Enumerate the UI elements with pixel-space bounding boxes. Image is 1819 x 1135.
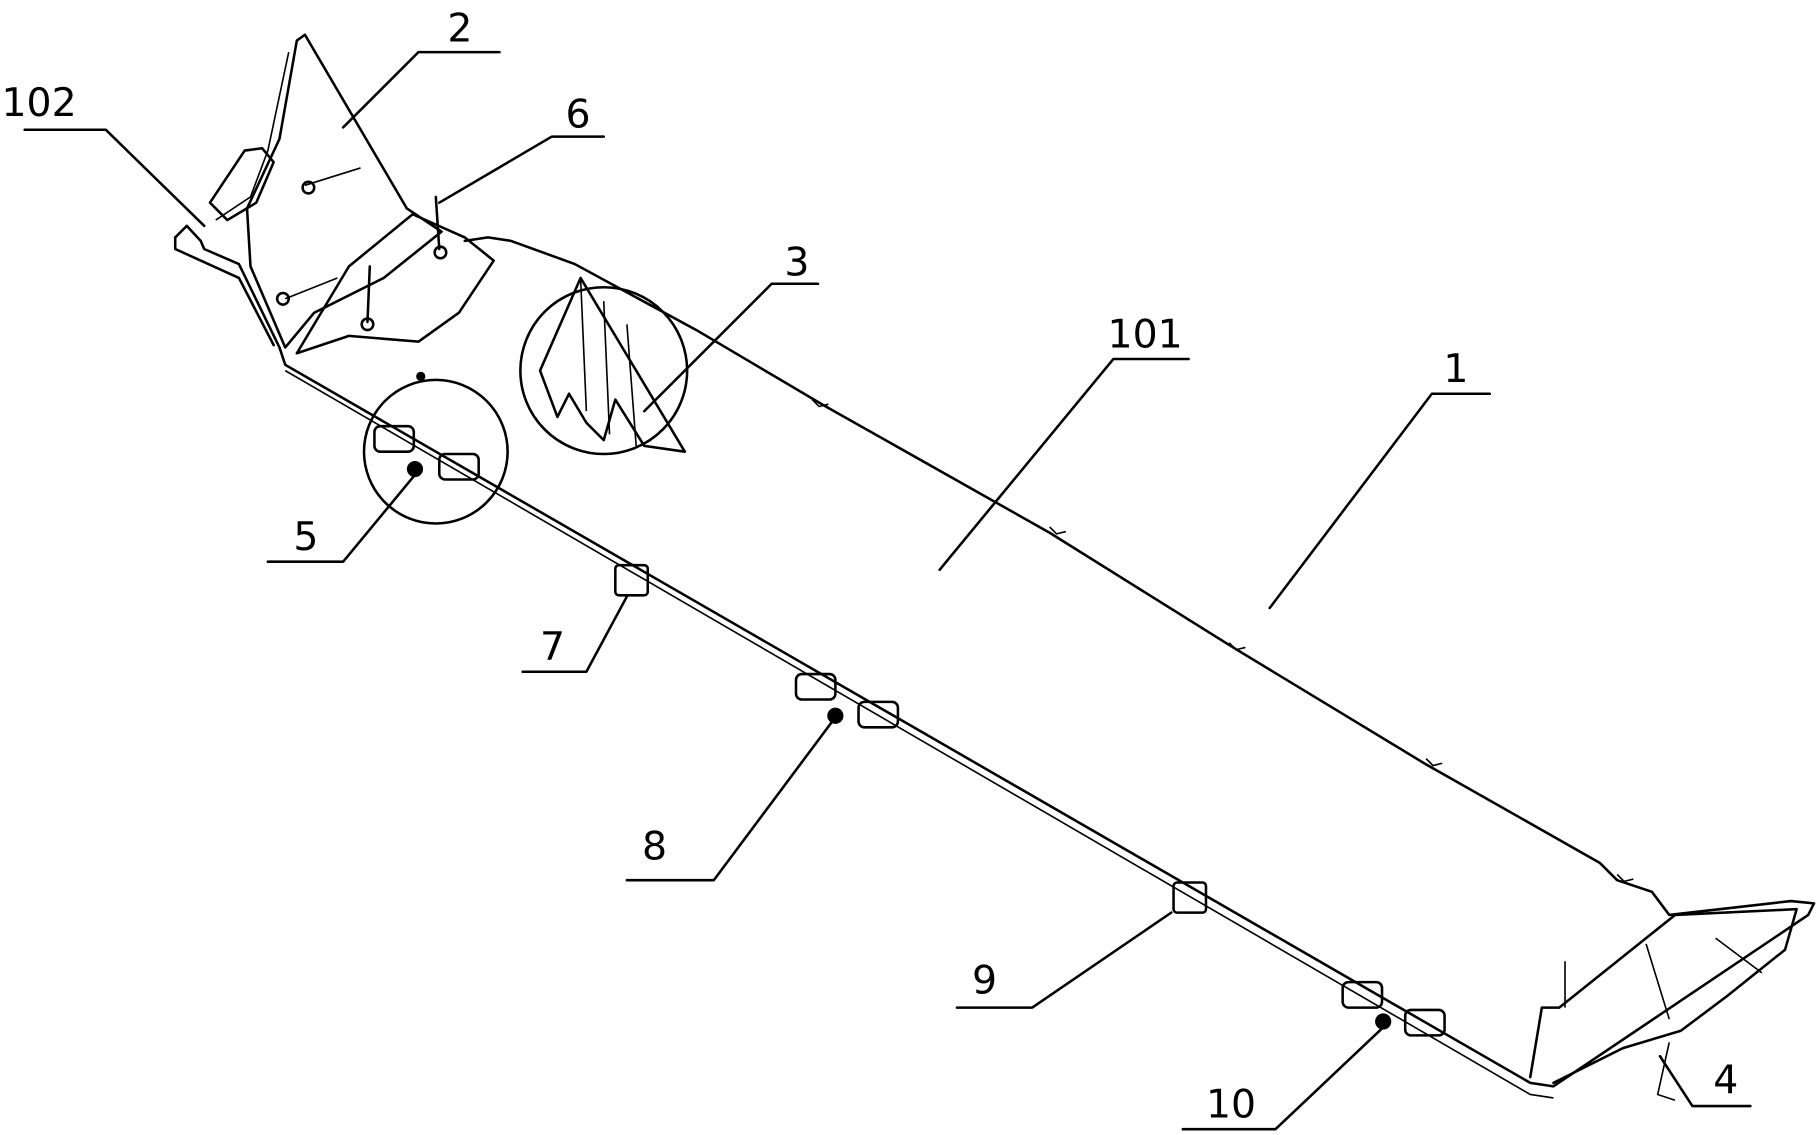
leader-2 [343, 52, 499, 127]
clip-8 [796, 674, 898, 727]
leader-3 [644, 284, 818, 411]
label-7: 7 [540, 624, 565, 670]
label-8: 8 [642, 823, 667, 869]
base-plate-6 [297, 197, 494, 353]
label-2: 2 [447, 6, 472, 52]
label-3: 3 [784, 240, 809, 286]
rib-detail-3 [520, 278, 687, 454]
leader-6 [439, 137, 603, 203]
leader-5 [268, 475, 415, 562]
upright-plate-2 [210, 35, 442, 348]
label-10: 10 [1206, 1082, 1256, 1128]
leader-1 [1270, 394, 1490, 608]
label-101: 101 [1108, 311, 1183, 357]
label-4: 4 [1713, 1057, 1738, 1103]
label-1: 1 [1443, 346, 1468, 392]
leader-101 [940, 359, 1189, 570]
leader-102 [25, 130, 205, 226]
label-102: 102 [2, 80, 77, 126]
leader-lines [25, 52, 1751, 1129]
label-9: 9 [972, 958, 997, 1004]
clip-detail-5 [364, 372, 508, 524]
label-6: 6 [566, 91, 591, 137]
clip-10 [1343, 982, 1445, 1035]
leader-7 [523, 596, 627, 671]
label-5: 5 [293, 514, 318, 560]
end-bracket-4 [1530, 909, 1796, 1100]
